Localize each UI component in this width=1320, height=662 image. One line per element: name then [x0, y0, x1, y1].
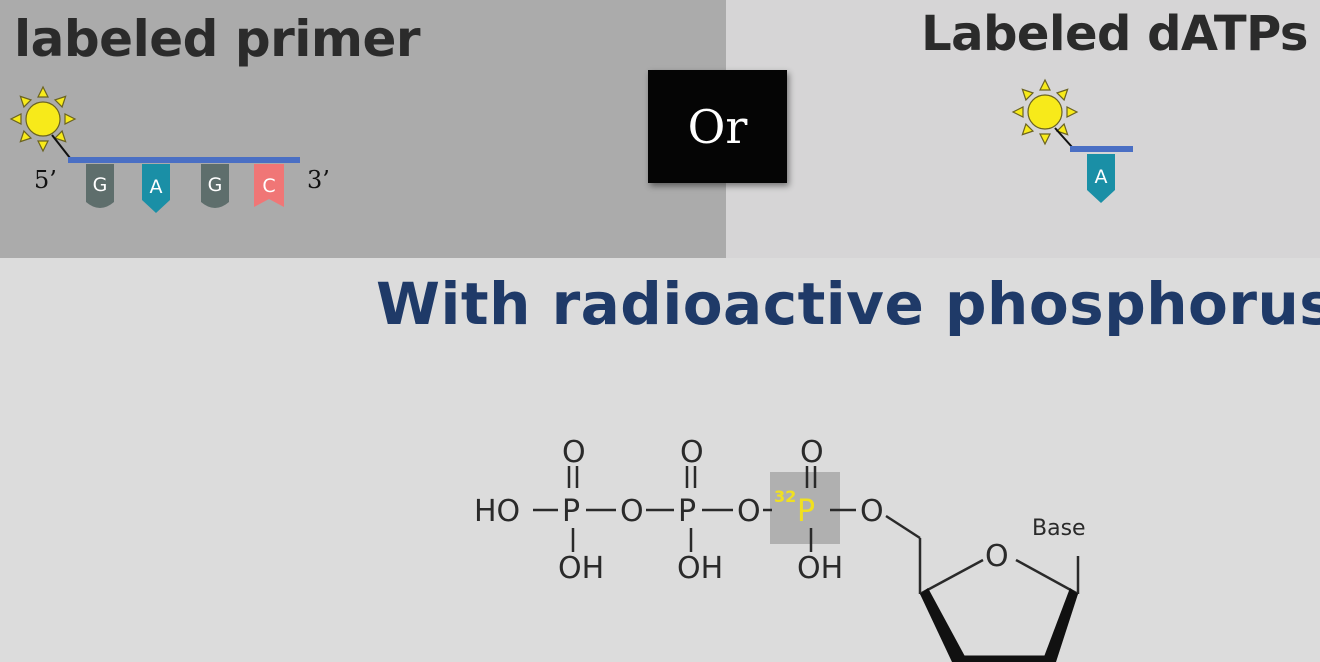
p1-label: P — [562, 494, 580, 529]
or-box: Or — [648, 70, 787, 183]
primer-base-g2: G — [201, 164, 229, 208]
primer-base-letter: C — [262, 175, 275, 197]
labeled-datps-panel — [726, 0, 1320, 258]
datp-sun-icon — [1012, 79, 1078, 145]
three-prime-label: 3’ — [307, 166, 330, 194]
datp-base-letter: A — [1095, 166, 1108, 188]
dntp-structure: HO P O P O 32 P O O O O OH OH OH O — [474, 435, 1086, 662]
datp-base-a: A — [1087, 154, 1115, 203]
labeled-primer-panel — [0, 0, 726, 258]
radioactive-phosphorus-heading: With radioactive phosphorus — [376, 270, 1320, 338]
p1-oxo-label: O — [562, 435, 586, 470]
ho-label: HO — [474, 494, 520, 529]
p2-label: P — [678, 494, 696, 529]
five-prime-label: 5’ — [34, 166, 57, 194]
primer-linker — [51, 134, 71, 159]
primer-base-g1: G — [86, 164, 114, 208]
o-bridge-2: O — [737, 494, 761, 529]
base-label: Base — [1032, 516, 1086, 541]
p32-label: P — [797, 494, 815, 529]
highlighted-phosphate-box — [770, 472, 840, 544]
or-label: Or — [687, 99, 748, 154]
isotope-mass-label: 32 — [774, 487, 796, 506]
p3-oh-label: OH — [797, 551, 843, 586]
datp-linker — [1054, 127, 1073, 148]
primer-base-letter: G — [208, 174, 223, 196]
primer-base-a: A — [142, 164, 170, 213]
primer-sun-icon — [10, 86, 76, 152]
labeled-datps-title: Labeled dATPs — [921, 6, 1308, 62]
p2-oxo-label: O — [680, 435, 704, 470]
ring-oxygen-label: O — [985, 539, 1009, 574]
o-bridge-1: O — [620, 494, 644, 529]
p2-oh-label: OH — [677, 551, 723, 586]
labeled-primer-title: labeled primer — [14, 10, 421, 68]
p3-oxo-label: O — [800, 435, 824, 470]
primer-base-c: C — [254, 164, 284, 207]
p1-oh-label: OH — [558, 551, 604, 586]
primer-base-letter: A — [150, 176, 163, 198]
o-ester-label: O — [860, 494, 884, 529]
primer-base-letter: G — [93, 174, 108, 196]
